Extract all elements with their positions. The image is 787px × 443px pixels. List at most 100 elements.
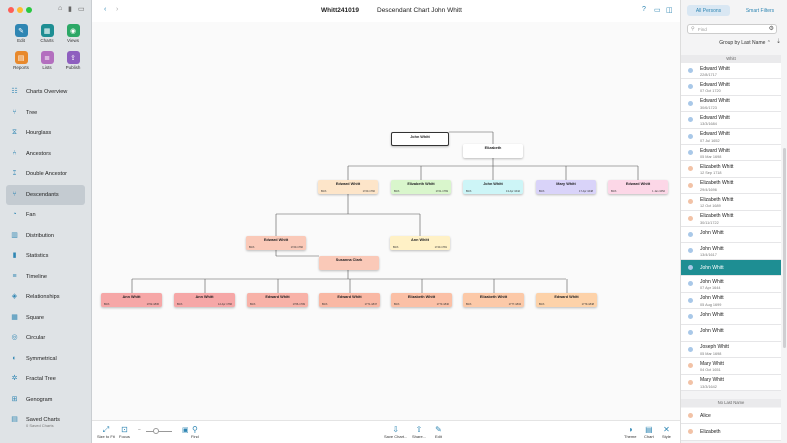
zoom-window-button[interactable] [26,7,32,13]
sidebar-item-hourglass[interactable]: ⧖Hourglass [0,123,92,144]
sidebar-item-symmetrical[interactable]: ◐Symmetrical [0,349,92,370]
person-name: Edward Whitt [700,98,730,105]
edit-tool-button[interactable]: ✎Edit [10,24,32,43]
chart-button[interactable]: ▤Chart [644,425,654,439]
sidebar-item-circular[interactable]: ◎Circular [0,328,92,349]
sidebar-item-relationships[interactable]: ◈Relationships [0,287,92,308]
sidebar-item-descendants[interactable]: ⑂Descendants [6,184,85,205]
person-card[interactable]: John Whitt [391,132,449,146]
style-button[interactable]: ✕Style [662,425,671,439]
close-window-button[interactable] [8,7,14,13]
save-icon: ⇩ [392,425,400,434]
list-item[interactable]: John Whitt [681,325,781,342]
theme-button[interactable]: ◑Theme [624,425,636,439]
bookmark-icon[interactable]: ▮ [68,6,72,13]
find-field[interactable]: ⚲ Find ⚙ [687,24,777,34]
genogram-icon: ⊞ [11,395,18,403]
tab-all-persons[interactable]: All Persons [687,5,730,16]
male-icon [688,68,693,73]
sidebar-item-charts-overview[interactable]: ☷Charts Overview [0,82,92,103]
edit-button[interactable]: ✎Edit [435,425,442,439]
views-tool-button[interactable]: ◉Views [62,24,84,43]
sidebar-item-fan[interactable]: ◔Fan [0,205,92,226]
person-card-date: 1766-1799 [292,303,305,306]
help-icon[interactable]: ? [642,6,646,13]
zoom-slider-knob[interactable] [153,428,160,434]
forward-button[interactable]: › [116,6,119,13]
settings-icon[interactable]: ⚙ [768,26,774,32]
size-to-fit-button[interactable]: ⤢Size to Fit [97,425,115,439]
sidebar-item-statistics[interactable]: ▮Statistics [0,246,92,267]
list-item[interactable]: Alice [681,408,781,425]
minimize-window-button[interactable] [17,7,23,13]
sidebar-item-tree[interactable]: ⑂Tree [0,103,92,124]
reports-tool-button[interactable]: ▤Reports [10,51,32,70]
person-card-date: 1720-1760 [362,190,375,193]
list-item[interactable]: John Whitt [681,259,781,277]
sort-icon[interactable]: ⇣ [776,39,782,45]
list-item[interactable]: Elizabeth [681,424,781,441]
tag-icon[interactable]: ⌂ [58,5,63,12]
charts-tool-button[interactable]: ▦Charts [36,24,58,43]
window-icon[interactable]: ▭ [654,7,661,14]
person-card[interactable]: Susanna Clark [319,256,379,270]
lists-icon: ≣ [40,51,54,64]
lists-tool-button[interactable]: ≣Lists [36,51,58,70]
share-button[interactable]: ⇧Share... [412,425,426,439]
find-button[interactable]: ⚲Find [191,425,199,439]
sidebar-item-fractal-tree[interactable]: ✲Fractal Tree [0,369,92,390]
list-item[interactable]: John Whitt [681,227,781,244]
sidebar-item-ancestors[interactable]: ⑃Ancestors [0,144,92,165]
back-button[interactable]: ‹ [104,6,107,13]
person-card-name: Edward Whitt [625,181,651,186]
sidebar-item-square[interactable]: ▦Square [0,308,92,329]
person-card[interactable]: Elizabeth [463,144,523,158]
inspector-icon[interactable]: ◫ [666,7,673,14]
publish-tool-button[interactable]: ⇪Publish [62,51,84,70]
list-item[interactable]: John Whitt [681,309,781,326]
sidebar-item-double-ancestor[interactable]: ⑄Double Ancestor [0,164,92,185]
sidebar-toggle-icon[interactable]: ▭ [78,6,85,13]
sidebar-item-timeline[interactable]: ≡Timeline [0,267,92,288]
sidebar-item-distribution[interactable]: ▥Distribution [0,226,92,247]
zoom-slider[interactable]: − ▣ [138,427,189,434]
tab-smart-filters[interactable]: Smart Filters [745,7,775,14]
focus-button[interactable]: ⊡Focus [119,425,130,439]
sidebar-item-genogram[interactable]: ⊞Genogram [0,390,92,411]
savechart-button[interactable]: ⇩Save Chart... [384,425,407,439]
group-by-selector[interactable]: Group by Last Name ⌃ [687,38,771,48]
persons-scrollbar[interactable] [783,148,786,348]
